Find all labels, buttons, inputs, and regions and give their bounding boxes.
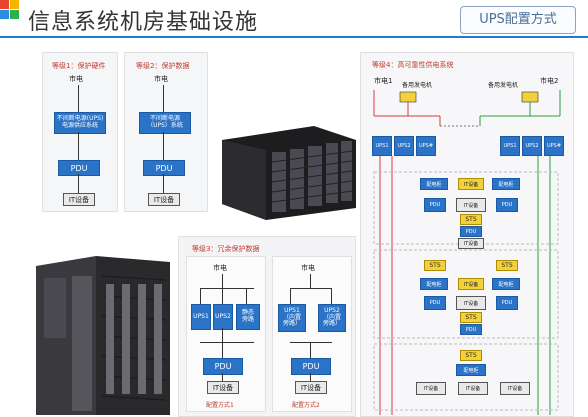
level4-b2-pdc-left: 配电柜 xyxy=(420,278,448,290)
level2-it: IT设备 xyxy=(148,193,180,206)
level4-ups-left-2: UPS2 xyxy=(394,136,414,156)
level2-line xyxy=(163,85,164,112)
level4-b1-pdu-mid: PDU xyxy=(460,226,482,237)
level4-b2-sts-right: STS xyxy=(496,260,518,271)
level3b-ups2: UPS2 （内置 旁路） xyxy=(318,304,346,332)
level3a-drop2 xyxy=(222,288,223,304)
level3b-bus xyxy=(290,288,332,289)
level3b-pdu: PDU xyxy=(291,358,331,375)
level4-ups-right-1: UPS1 xyxy=(500,136,520,156)
level3b-feed xyxy=(310,274,311,288)
level4-b3-pdc: 配电柜 xyxy=(456,364,486,376)
level3a-bus xyxy=(200,288,254,289)
level2-line3 xyxy=(163,174,164,193)
level4-b1-pdu-right: PDU xyxy=(496,198,518,212)
level1-ups-box: 不间断电源(UPS) 电源供应系统 xyxy=(54,112,106,134)
level1-pdu: PDU xyxy=(58,160,100,176)
level4-b1-pdu-left: PDU xyxy=(424,198,446,212)
level2-pdu: PDU xyxy=(143,160,185,176)
level4-ups-right-3: UPS# xyxy=(544,136,564,156)
level3a-drop1 xyxy=(200,288,201,304)
level2-mains: 市电 xyxy=(154,75,168,83)
level3a-bus2 xyxy=(200,342,254,343)
level3b-ups1: UPS1 （内置 旁路） xyxy=(278,304,306,332)
level4-b2-pdu-right: PDU xyxy=(496,296,518,310)
level4-gen2: 备用发电机 xyxy=(488,82,519,89)
level2-line2 xyxy=(163,132,164,160)
level4-b3-sts: STS xyxy=(460,350,482,361)
level4-b2-pdc-right: 配电柜 xyxy=(492,278,520,290)
level3a-rise xyxy=(222,328,223,358)
level3a-bypass: 静态 旁路 xyxy=(236,304,260,330)
level4-b1-it-left: IT设备 xyxy=(456,198,486,212)
level3b-drop1 xyxy=(290,288,291,304)
level3a-feed xyxy=(222,274,223,288)
level4-b2-it-mid: IT设备 xyxy=(458,278,484,290)
level4-mains2: 市电2 xyxy=(540,77,559,85)
level1-line3 xyxy=(78,174,79,193)
level3b-bus2 xyxy=(290,342,332,343)
level4-gen1: 备用发电机 xyxy=(402,82,433,89)
level4-b2-sts-left: STS xyxy=(424,260,446,271)
server-rack-image xyxy=(222,126,356,220)
level4-b2-pdu-left: PDU xyxy=(424,296,446,310)
level3a-ups1: UPS1 xyxy=(191,304,211,330)
level2-ups-box: 不间断电源 （UPS）系统 xyxy=(139,112,191,134)
level3b-drop2 xyxy=(331,288,332,304)
level3a-caption: 配置方式1 xyxy=(206,402,234,409)
level3a-pdu: PDU xyxy=(203,358,243,375)
level1-label: 等级1：保护硬件 xyxy=(52,62,106,70)
level4-label: 等级4：高可靠性供电系统 xyxy=(372,61,454,69)
level3b-rise xyxy=(310,342,311,358)
page-title: 信息系统机房基础设施 xyxy=(28,10,259,35)
level3a-down xyxy=(222,373,223,381)
section-badge: UPS配置方式 xyxy=(460,6,576,34)
level4-b3-it-right: IT设备 xyxy=(500,382,530,395)
level1-it: IT设备 xyxy=(63,193,95,206)
level3a-it: IT设备 xyxy=(207,381,239,394)
level4-b1-it-mid: IT设备 xyxy=(458,178,484,190)
level3b-down xyxy=(310,373,311,381)
level4-b1-pdc-right: 配电柜 xyxy=(492,178,520,190)
level4-b1-it-mid2: IT设备 xyxy=(458,238,484,249)
level4-b3-it-left: IT设备 xyxy=(416,382,446,395)
level4-b2-pdu-mid: PDU xyxy=(460,324,482,335)
title-underline xyxy=(0,36,588,38)
logo-squares xyxy=(0,0,20,20)
level3b-it: IT设备 xyxy=(295,381,327,394)
level3a-drop3 xyxy=(246,288,247,304)
level2-label: 等级2：保护数据 xyxy=(136,62,190,70)
ups-cabinet-image xyxy=(36,256,170,415)
level4-b1-sts: STS xyxy=(460,214,482,225)
level4-b2-sts: STS xyxy=(460,312,482,323)
level3b-caption: 配置方式2 xyxy=(292,402,320,409)
level1-line xyxy=(78,85,79,112)
level3-label: 等级3：冗余保护数据 xyxy=(192,245,260,253)
level1-line2 xyxy=(78,132,79,160)
level4-b2-it: IT设备 xyxy=(456,296,486,310)
level4-ups-left-3: UPS# xyxy=(416,136,436,156)
level1-mains: 市电 xyxy=(69,75,83,83)
level4-ups-right-2: UPS2 xyxy=(522,136,542,156)
level4-ups-left-1: UPS1 xyxy=(372,136,392,156)
level4-mains1: 市电1 xyxy=(374,77,393,85)
level3a-mains: 市电 xyxy=(213,264,227,272)
level3a-ups2: UPS2 xyxy=(213,304,233,330)
level4-b3-it-mid: IT设备 xyxy=(458,382,488,395)
level4-b1-pdc-left: 配电柜 xyxy=(420,178,448,190)
level3b-mains: 市电 xyxy=(301,264,315,272)
